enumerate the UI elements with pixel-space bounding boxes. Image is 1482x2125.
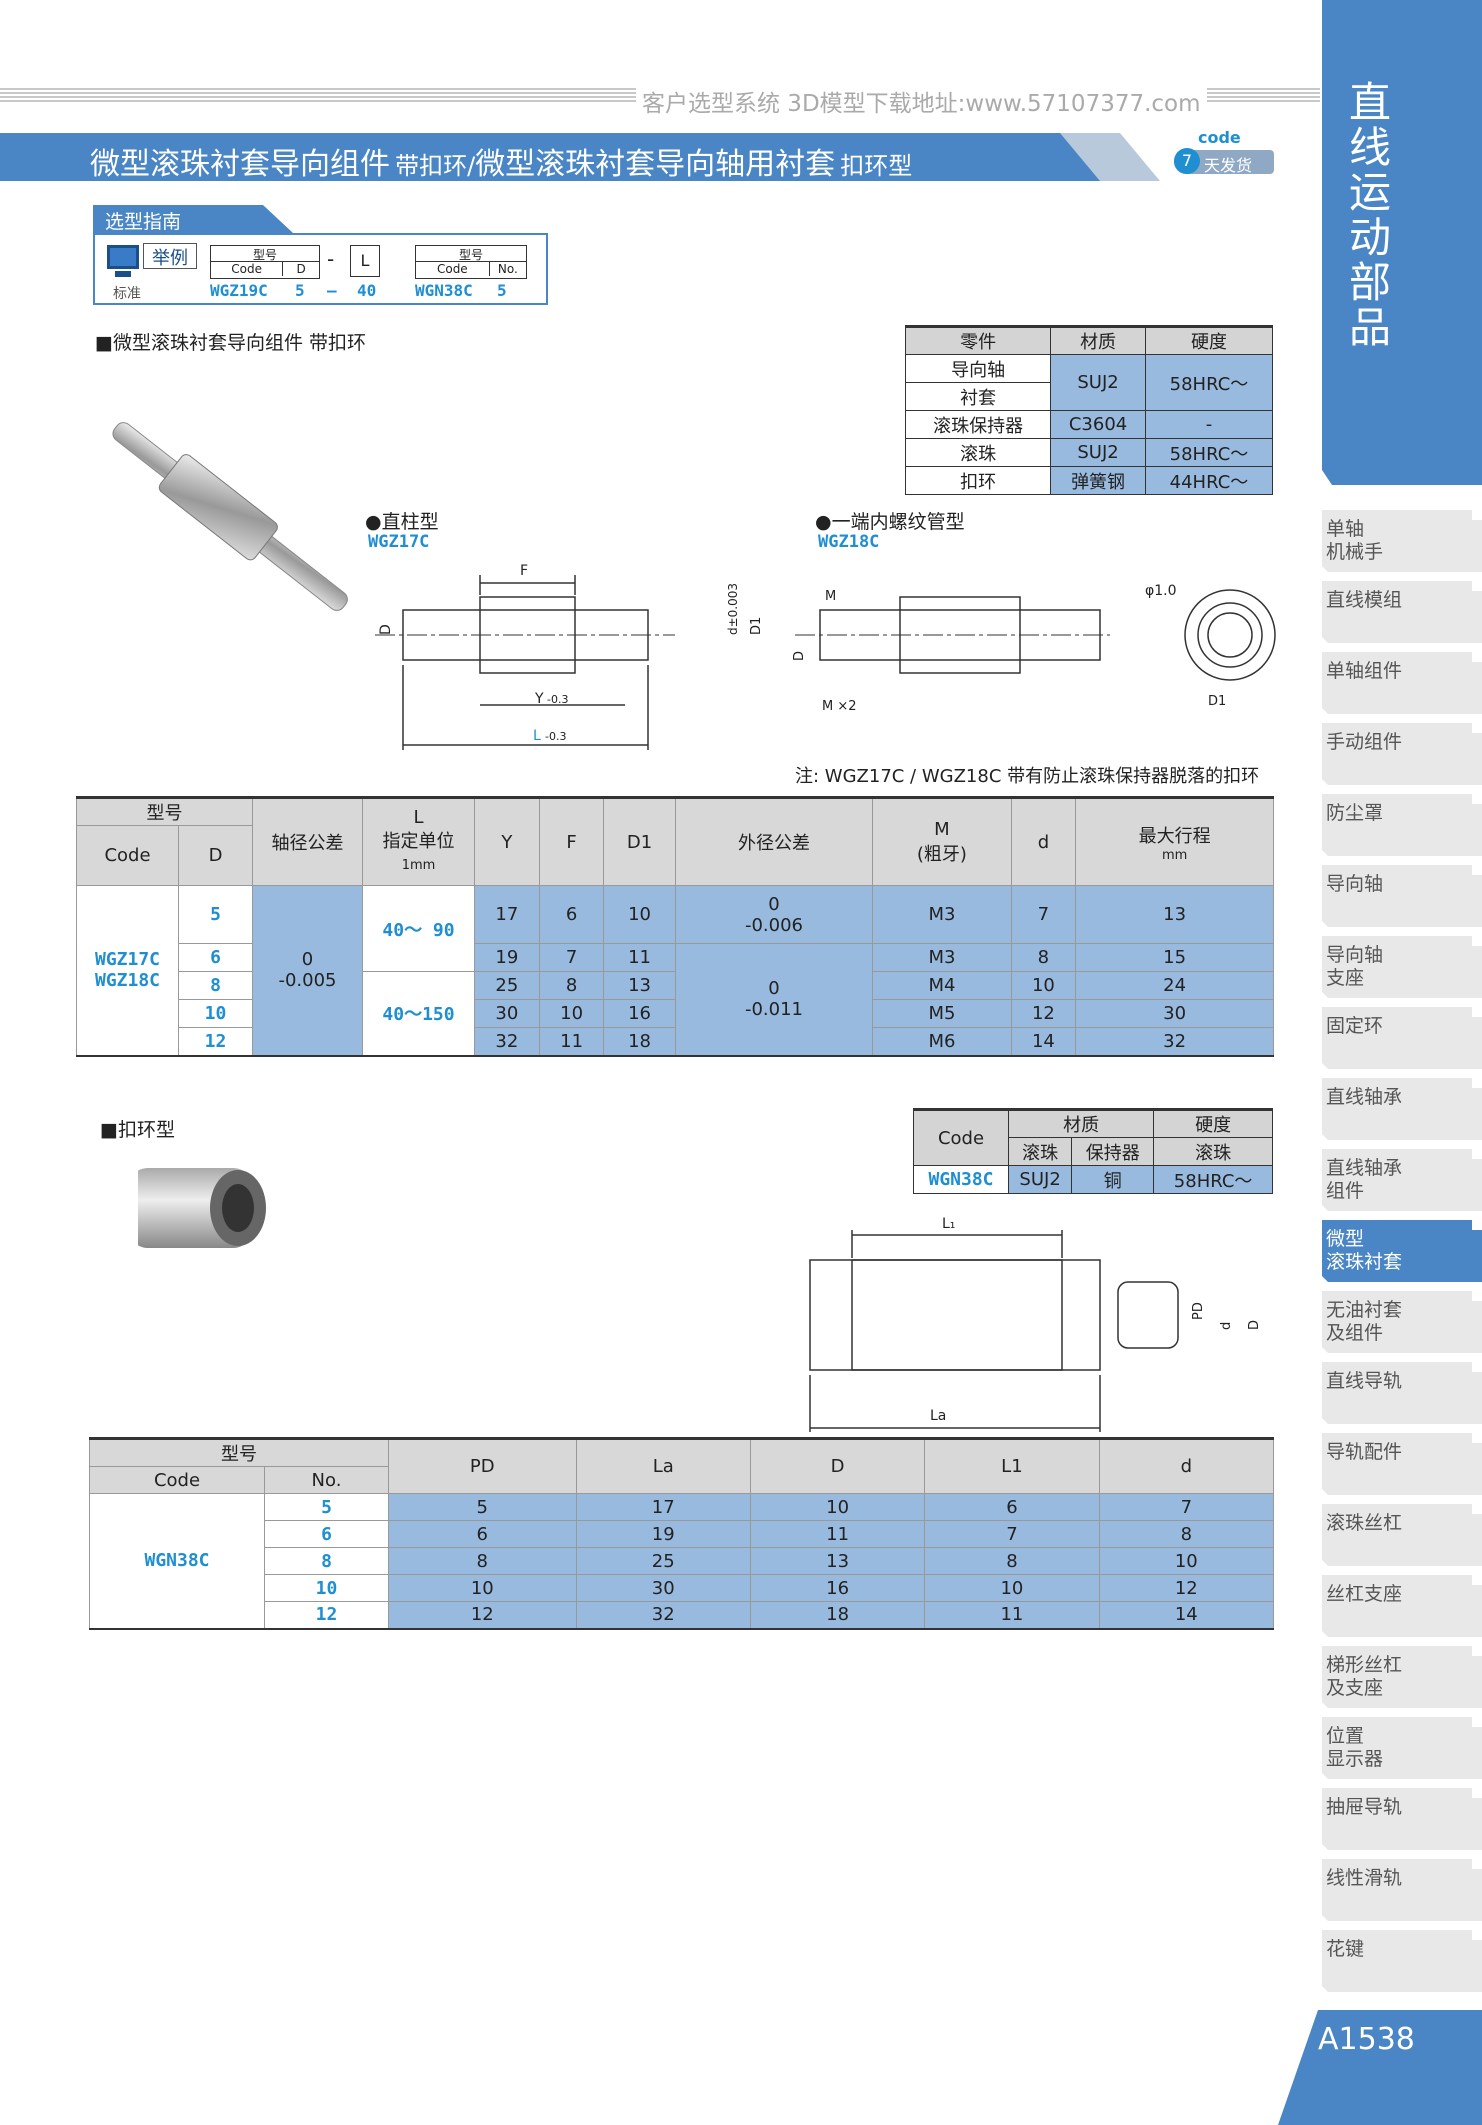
sidebar-item-15[interactable]: 丝杠支座: [1322, 1575, 1482, 1637]
sidebar-item-2[interactable]: 单轴组件: [1322, 652, 1482, 714]
page-number: A1538: [1278, 2010, 1482, 2125]
svg-text:D: D: [378, 624, 394, 635]
svg-text:F: F: [520, 563, 528, 579]
note: 注: WGZ17C / WGZ18C 带有防止滚珠保持器脱落的扣环: [795, 766, 1260, 787]
svg-text:L: L: [533, 728, 541, 744]
sidebar-item-12[interactable]: 直线导轨: [1322, 1362, 1482, 1424]
sidebar-item-9[interactable]: 直线轴承 组件: [1322, 1149, 1482, 1211]
sidebar-item-3[interactable]: 手动组件: [1322, 723, 1482, 785]
guide-label: 选型指南: [93, 205, 293, 233]
svg-text:D1: D1: [749, 617, 764, 635]
sidebar-title: 直线运动部品: [1348, 78, 1391, 352]
drawing-wgz18c: M M ×2 D φ1.0 D1: [792, 583, 1276, 714]
guide-assembly-photo: [112, 422, 348, 611]
example-label: 举例: [143, 243, 197, 269]
sidebar-item-11[interactable]: 无油衬套 及组件: [1322, 1291, 1482, 1353]
sidebar-item-6[interactable]: 导向轴 支座: [1322, 936, 1482, 998]
sidebar-item-7[interactable]: 固定环: [1322, 1007, 1482, 1069]
sidebar-item-19[interactable]: 线性滑轨: [1322, 1859, 1482, 1921]
title-bar: [0, 133, 1120, 181]
svg-text:Y: Y: [534, 691, 544, 707]
computer-icon: [107, 245, 139, 269]
header-link-text: 客户选型系统 3D模型下载地址:www.57107377.com: [636, 84, 1207, 118]
svg-text:φ1.0: φ1.0: [1145, 583, 1177, 599]
svg-text:D: D: [792, 651, 807, 661]
svg-text:L₁: L₁: [942, 1216, 955, 1232]
svg-text:M ×2: M ×2: [822, 699, 857, 714]
svg-text:d±0.003: d±0.003: [726, 583, 740, 635]
svg-text:d: d: [1219, 1322, 1234, 1330]
sidebar-item-4[interactable]: 防尘罩: [1322, 794, 1482, 856]
svg-text:D: D: [1247, 1320, 1262, 1330]
svg-text:-0.3: -0.3: [545, 730, 566, 743]
sidebar-item-1[interactable]: 直线模组: [1322, 581, 1482, 643]
sidebar-header: [1322, 0, 1482, 485]
sidebar-item-10[interactable]: 微型 滚珠衬套: [1322, 1220, 1482, 1282]
sidebar-item-5[interactable]: 导向轴: [1322, 865, 1482, 927]
sidebar-item-0[interactable]: 单轴 机械手: [1322, 510, 1482, 572]
sidebar-item-13[interactable]: 导轨配件: [1322, 1433, 1482, 1495]
sidebar-item-8[interactable]: 直线轴承: [1322, 1078, 1482, 1140]
page-title: 微型滚珠衬套导向组件 带扣环/微型滚珠衬套导向轴用衬套 扣环型: [90, 147, 913, 182]
section-title-2: ■扣环型: [100, 1119, 175, 1141]
drawing-wgn38c: L₁ La PD d D: [809, 1216, 1262, 1432]
sidebar-item-16[interactable]: 梯形丝杠 及支座: [1322, 1646, 1482, 1708]
sidebar-item-20[interactable]: 花键: [1322, 1930, 1482, 1992]
sidebar-item-14[interactable]: 滚珠丝杠: [1322, 1504, 1482, 1566]
sidebar-item-18[interactable]: 抽屉导轨: [1322, 1788, 1482, 1850]
svg-text:-0.3: -0.3: [547, 693, 568, 706]
svg-text:M: M: [825, 589, 836, 604]
svg-text:D1: D1: [1208, 694, 1226, 709]
svg-text:PD: PD: [1191, 1302, 1206, 1320]
bushing-photo: [138, 1168, 266, 1248]
delivery-badge: code 7 天发货: [1170, 128, 1280, 178]
svg-text:La: La: [930, 1408, 946, 1424]
drawing-wgz17c: F L -0.3 Y -0.3 D d±0.003 D1: [375, 563, 764, 750]
section-title-1: ■微型滚珠衬套导向组件 带扣环: [95, 332, 366, 354]
sidebar-item-17[interactable]: 位置 显示器: [1322, 1717, 1482, 1779]
standard-label: 标准: [113, 286, 141, 302]
